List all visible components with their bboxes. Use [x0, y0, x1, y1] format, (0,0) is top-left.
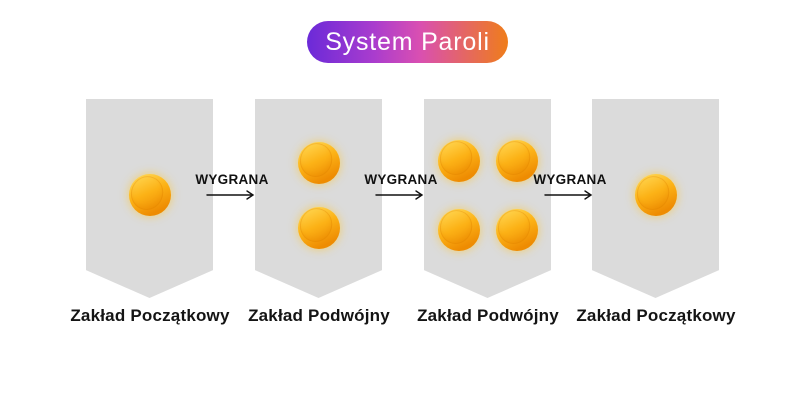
gold-coin-icon — [495, 139, 538, 182]
banner-label: Zakład Podwójny — [248, 306, 390, 325]
title-badge: System Paroli — [307, 21, 508, 63]
coin-group — [255, 139, 382, 251]
gold-coin-icon — [297, 141, 340, 184]
win-label: WYGRANA — [195, 172, 269, 187]
win-label: WYGRANA — [533, 172, 607, 187]
gold-coin-icon — [495, 208, 538, 251]
coin-group — [86, 139, 213, 251]
right-arrow-icon — [544, 190, 593, 200]
right-arrow-icon — [375, 190, 424, 200]
banner-double-bet-2 — [424, 99, 551, 298]
coin-group — [424, 139, 551, 251]
banner-label: Zakład Początkowy — [576, 306, 736, 325]
win-step-3: WYGRANA — [522, 172, 618, 201]
page-title: System Paroli — [325, 27, 490, 56]
win-label: WYGRANA — [364, 172, 438, 187]
win-step-1: WYGRANA — [184, 172, 280, 201]
win-step-2: WYGRANA — [353, 172, 449, 201]
banner-initial-bet-1 — [86, 99, 213, 298]
right-arrow-icon — [206, 190, 255, 200]
gold-coin-icon — [437, 208, 480, 251]
coin-group — [592, 139, 719, 251]
banner-label: Zakład Początkowy — [70, 306, 230, 325]
banner-label: Zakład Podwójny — [417, 306, 559, 325]
gold-coin-icon — [437, 139, 480, 182]
gold-coin-icon — [297, 206, 340, 249]
banner-double-bet-1 — [255, 99, 382, 298]
gold-coin-icon — [634, 174, 677, 216]
banner-initial-bet-2 — [592, 99, 719, 298]
gold-coin-icon — [128, 174, 171, 216]
